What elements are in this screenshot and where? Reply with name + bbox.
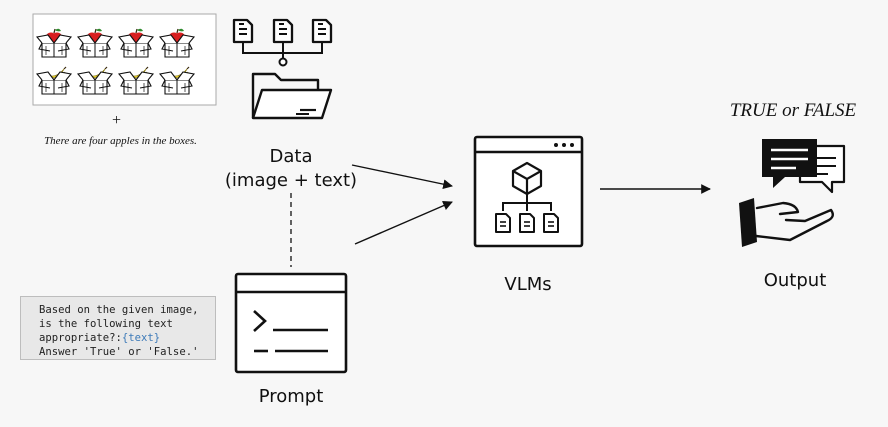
output-value: TRUE or FALSE <box>729 100 857 121</box>
example-image-panel <box>32 13 217 106</box>
prompt-to-vlm-arrow <box>354 201 453 245</box>
documents-folder-icon <box>232 18 333 120</box>
prompt-line-1: Based on the given image, <box>39 304 199 316</box>
data-sublabel: (image + text) <box>224 170 358 191</box>
prompt-text-box: Based on the given image, is the followi… <box>20 296 216 360</box>
prompt-placeholder: {text} <box>121 332 161 344</box>
prompt-line-4: Answer 'True' or 'False.' <box>39 346 199 358</box>
prompt-line-2: is the following text <box>39 318 173 330</box>
prompt-label: Prompt <box>258 386 324 407</box>
example-caption: There are four apples in the boxes. <box>44 135 197 147</box>
terminal-window-icon <box>234 272 348 374</box>
plus-sign: + <box>112 112 122 129</box>
vlms-label: VLMs <box>504 274 552 295</box>
model-window-icon <box>473 135 584 248</box>
chat-hand-icon <box>739 139 846 247</box>
data-label: Data <box>269 146 313 167</box>
prompt-line-3-prefix: appropriate?: <box>39 332 122 344</box>
data-to-vlm-arrow <box>351 164 453 189</box>
output-label: Output <box>763 270 827 291</box>
